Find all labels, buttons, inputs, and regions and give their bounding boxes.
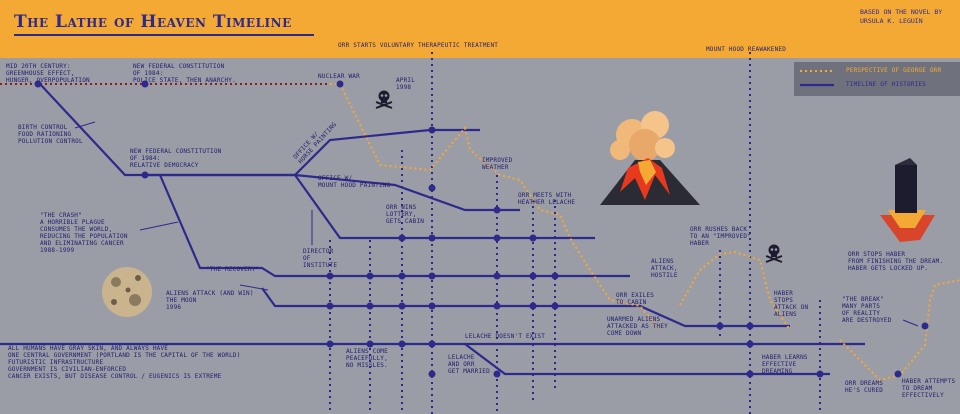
dot-icon xyxy=(746,370,754,378)
arrow-crash xyxy=(139,221,179,231)
dot-icon xyxy=(716,322,724,330)
legend: Perspective of George Orr Timeline of hi… xyxy=(794,62,960,96)
orr-path-early xyxy=(0,83,661,331)
label-nuclear-war: Nuclear War xyxy=(318,73,360,80)
dot-icon xyxy=(529,234,537,242)
legend-swatches xyxy=(800,70,834,87)
tower-icon xyxy=(880,158,935,242)
label-aliens-attack: Aliens attack, hostile xyxy=(651,258,678,279)
title-underline xyxy=(14,34,314,36)
moon-icon xyxy=(102,267,152,317)
label-recovery: "The Recovery" xyxy=(206,266,260,273)
annotation-arrows xyxy=(74,121,919,327)
dot-icon xyxy=(529,272,537,280)
legend-histories-label: Timeline of histories xyxy=(846,81,927,88)
label-orr-stops-haber: Orr stops Haber from finishing the dream… xyxy=(848,251,944,272)
label-federal1984b: New Federal Constitution of 1984: Relati… xyxy=(130,148,222,169)
dot-icon xyxy=(493,206,501,214)
dot-icon xyxy=(398,234,406,242)
label-haber-stops: Haber stops attack on aliens xyxy=(774,290,809,318)
credit-text: Based on the novel by Ursula K. LeGuin xyxy=(860,8,943,25)
history-married xyxy=(464,343,830,376)
dot-icon xyxy=(141,80,149,88)
dot-icon xyxy=(326,302,334,310)
label-unarmed-aliens: Unarmed aliens attacked as they come dow… xyxy=(607,316,668,337)
label-orr-meets: Orr meets with Heather Lelache xyxy=(518,192,576,206)
label-federal1984a: New Federal Constitution of 1984: Police… xyxy=(133,63,236,84)
arrow-birth-control xyxy=(74,121,96,129)
history-aliens xyxy=(261,287,790,328)
history-lottery xyxy=(294,174,595,240)
dot-icon xyxy=(921,322,929,330)
dot-icon xyxy=(428,272,436,280)
dot-icon xyxy=(529,302,537,310)
dot-icon xyxy=(493,302,501,310)
label-birth-control: Birth Control Food Rationing Pollution C… xyxy=(18,124,83,145)
label-orr-exiles: Orr exiles to cabin xyxy=(616,292,655,306)
skull-icon xyxy=(375,90,393,109)
dot-icon xyxy=(428,126,436,134)
arrow-aliens-win xyxy=(239,284,269,291)
dot-icon xyxy=(366,340,374,348)
dot-icon xyxy=(366,302,374,310)
label-mid20: Mid 20th Century: Greenhouse effect, hun… xyxy=(6,63,90,84)
dot-icon xyxy=(326,340,334,348)
dot-icon xyxy=(894,370,902,378)
dot-icon xyxy=(493,234,501,242)
label-the-break: "The Break" Many parts of reality are de… xyxy=(842,296,892,324)
label-haber-attempts: Haber attempts to dream effectively xyxy=(902,378,956,399)
dot-icon xyxy=(493,272,501,280)
label-crash: "The Crash" A horrible plague consumes t… xyxy=(40,212,128,254)
dot-icon xyxy=(366,272,374,280)
header-banner xyxy=(0,0,960,58)
dot-icon xyxy=(493,370,501,378)
label-lelache-married: Lelache and Orr get married xyxy=(448,354,490,375)
label-improved-weather: Improved Weather xyxy=(482,157,513,171)
legend-orr-label: Perspective of George Orr xyxy=(846,67,942,74)
arrow-break xyxy=(902,319,919,327)
label-office-hood: Office w/ Mount Hood Painting xyxy=(318,175,391,189)
dot-icon xyxy=(141,171,149,179)
dot-icon xyxy=(34,80,42,88)
event-dots xyxy=(34,80,929,378)
label-haber-learns: Haber learns effective dreaming xyxy=(762,354,808,375)
dot-icon xyxy=(551,302,559,310)
skull-icon xyxy=(765,244,783,263)
dot-icon xyxy=(428,340,436,348)
label-gray-skin: All humans have gray skin, and always ha… xyxy=(8,345,241,380)
label-aliens-win: Aliens attack (and win) the moon 1996 xyxy=(166,290,254,311)
dot-icon xyxy=(398,340,406,348)
dot-icon xyxy=(746,340,754,348)
label-mount-hood: Mount Hood Reawakened xyxy=(706,46,787,53)
label-orr-rushes: Orr rushes back to an "improved" Haber xyxy=(690,226,751,247)
orr-path-late xyxy=(839,279,960,382)
history-horse xyxy=(145,128,480,177)
dot-icon xyxy=(428,302,436,310)
history-recovery xyxy=(158,174,630,278)
dot-icon xyxy=(428,370,436,378)
dot-icon xyxy=(428,184,436,192)
dot-icon xyxy=(551,272,559,280)
page-title: The Lathe of Heaven Timeline xyxy=(14,12,292,32)
dot-icon xyxy=(816,370,824,378)
label-orr-dreams: Orr dreams he's cured xyxy=(845,380,884,394)
dot-icon xyxy=(398,302,406,310)
label-aliens-peace: Aliens come peacefully, no missles. xyxy=(346,348,388,369)
volcano-icon xyxy=(600,111,700,205)
dot-icon xyxy=(398,272,406,280)
label-orr-therapy: Orr starts voluntary therapeutic treatme… xyxy=(338,42,499,49)
history-hood xyxy=(294,173,520,212)
label-orr-wins: Orr wins Lottery, gets cabin xyxy=(386,204,425,225)
dot-icon xyxy=(746,322,754,330)
orr-path xyxy=(0,83,960,382)
dot-icon xyxy=(326,272,334,280)
dot-icon xyxy=(428,234,436,242)
dot-icon xyxy=(336,80,344,88)
label-april1998: April 1998 xyxy=(396,77,416,91)
label-director: Director of Institute xyxy=(303,248,338,269)
label-lelache-not-exist: Lelache doesn't exist xyxy=(465,333,546,340)
orr-path-middle xyxy=(679,250,791,331)
